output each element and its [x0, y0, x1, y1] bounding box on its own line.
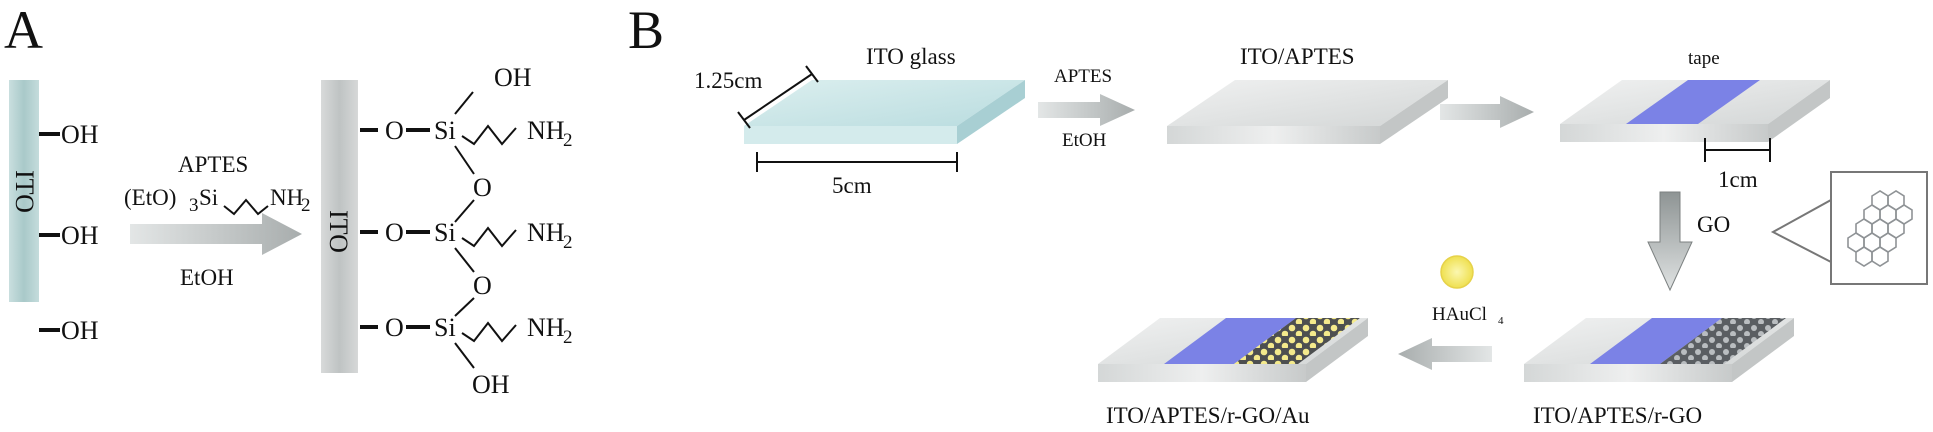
siloxane-network: OH O Si NH 2 O O Si NH 2 O O Si NH 2 OH [360, 63, 573, 399]
haucl4-label: HAuCl [1432, 304, 1487, 325]
step1-solvent: EtOH [1062, 130, 1107, 151]
go-arrow [1647, 191, 1693, 292]
tape-strip [1626, 80, 1760, 124]
ito-glass-slab [744, 80, 1025, 144]
ito-aptes-rgo-slab [1524, 318, 1794, 382]
svg-text:Si: Si [199, 185, 218, 210]
length-dimension [756, 152, 958, 172]
svg-text:Si: Si [434, 116, 456, 145]
ito-aptes-bar [321, 80, 358, 373]
tape-label: tape [1688, 48, 1720, 69]
panel-b-letter: B [628, 0, 664, 60]
svg-text:Si: Si [434, 313, 456, 342]
taped-slab [1560, 80, 1830, 142]
svg-text:O: O [385, 218, 404, 247]
svg-text:Si: Si [434, 218, 456, 247]
light-source-icon [1440, 255, 1474, 289]
svg-text:3: 3 [189, 195, 199, 216]
width-dimension-label: 1.25cm [694, 68, 762, 93]
ito-substrate-label: ITO [10, 170, 39, 213]
svg-text:(EtO): (EtO) [124, 185, 176, 210]
svg-text:2: 2 [563, 130, 573, 151]
svg-text:OH: OH [472, 370, 510, 399]
svg-text:2: 2 [563, 327, 573, 348]
step1-arrow [1038, 94, 1135, 126]
svg-text:O: O [385, 116, 404, 145]
reaction-arrow [130, 213, 302, 255]
tape-dimension-label: 1cm [1718, 167, 1758, 192]
svg-text:NH: NH [270, 185, 303, 210]
oh-label: OH [61, 120, 99, 149]
step4-arrow [1398, 338, 1492, 370]
svg-text:OH: OH [494, 63, 532, 92]
step1-reagent: APTES [1054, 66, 1112, 87]
ito-substrate-bar [9, 80, 39, 302]
svg-text:NH: NH [527, 218, 565, 247]
ito-glass-label: ITO glass [866, 44, 956, 69]
reagent-aptes: APTES [178, 152, 248, 177]
svg-text:O: O [473, 173, 492, 202]
ito-aptes-rgo-au-slab [1098, 318, 1368, 382]
panel-a-letter: A [4, 0, 43, 60]
step2-arrow [1440, 96, 1534, 128]
zoom-callout [1770, 198, 1832, 264]
oh-label: OH [61, 316, 99, 345]
tape-dimension [1704, 138, 1771, 162]
ito-aptes-rgo-au-label: ITO/APTES/r-GO/Au [1106, 403, 1310, 428]
svg-text:2: 2 [563, 232, 573, 253]
haucl4-subscript: 4 [1498, 315, 1504, 327]
reagent-solvent: EtOH [180, 265, 234, 290]
svg-text:O: O [473, 271, 492, 300]
ito-aptes-bar-label: ITO [324, 210, 353, 253]
svg-text:NH: NH [527, 116, 565, 145]
svg-text:O: O [385, 313, 404, 342]
go-label: GO [1697, 212, 1730, 237]
oh-label: OH [61, 221, 99, 250]
ito-aptes-label: ITO/APTES [1240, 44, 1355, 69]
graphene-icon [1847, 190, 1913, 267]
svg-text:2: 2 [301, 195, 311, 216]
ito-aptes-rgo-label: ITO/APTES/r-GO [1533, 403, 1702, 428]
graphene-inset [1830, 171, 1928, 285]
length-dimension-label: 5cm [832, 173, 872, 198]
ito-aptes-slab [1167, 80, 1448, 144]
reagent-formula: (EtO) 3 Si NH 2 [124, 185, 311, 216]
hydroxyl-groups: OH OH OH [39, 120, 99, 345]
width-dimension [737, 65, 819, 129]
svg-text:NH: NH [527, 313, 565, 342]
